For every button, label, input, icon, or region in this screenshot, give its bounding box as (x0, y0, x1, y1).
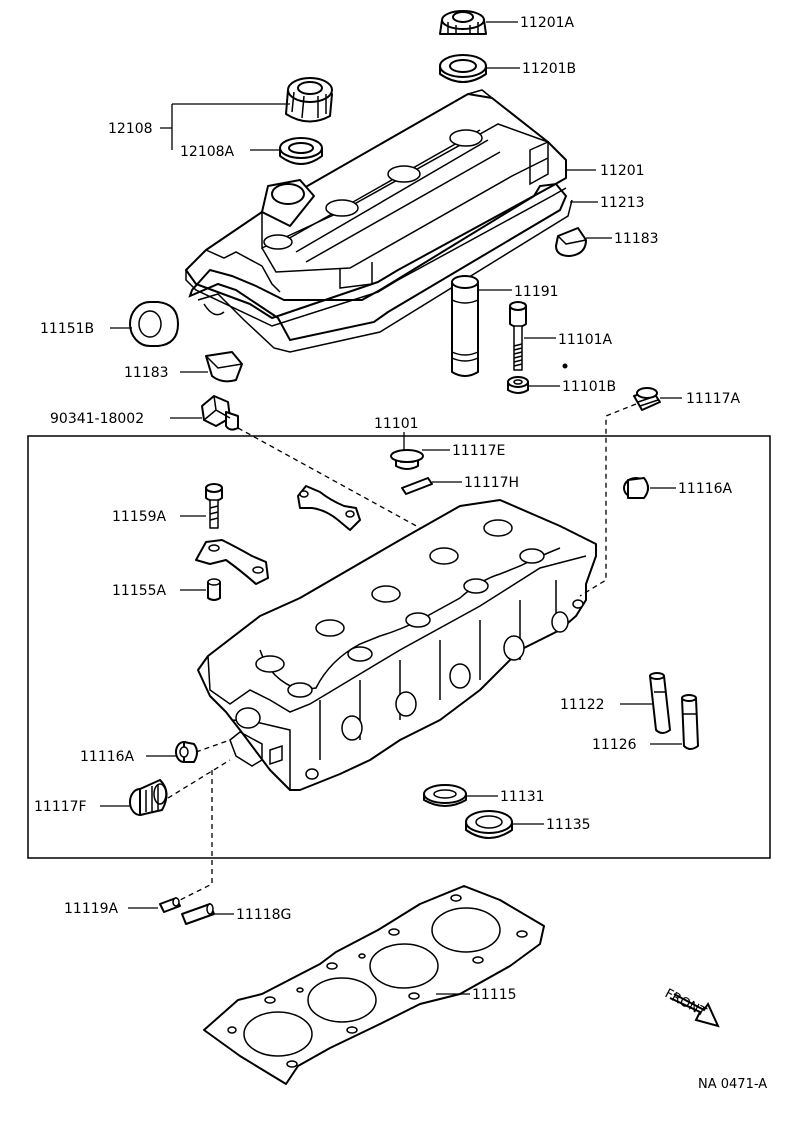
pin-11119A (159, 897, 181, 913)
cap-gasket-12108A (279, 137, 323, 165)
label-11201: 11201 (600, 163, 645, 179)
front-label: FRONT (662, 986, 708, 1020)
label-11122: 11122 (560, 697, 605, 713)
cylinder-head-frame (27, 435, 771, 859)
plug-tube-11191 (451, 275, 479, 377)
label-11115: 11115 (472, 987, 517, 1003)
label-11117E: 11117E (452, 443, 505, 459)
cover-gasket-11213 (188, 182, 573, 353)
label-11119A: 11119A (64, 901, 119, 917)
label-11117H: 11117H (464, 475, 519, 491)
label-11213: 11213 (600, 195, 645, 211)
head-cover-11201 (185, 89, 567, 327)
half-moon-seal-11183-lower (205, 351, 243, 383)
head-bolt-11101A (509, 301, 527, 371)
alignment-line-dowel (179, 770, 213, 901)
label-11191: 11191 (514, 284, 559, 300)
label-11101: 11101 (374, 416, 419, 432)
seal-ring-11131 (423, 784, 467, 807)
alignment-line-11117F (167, 759, 231, 799)
diagram-code: NA 0471-A (698, 1077, 767, 1092)
head-bolt-washer-11101B (507, 376, 529, 394)
cap-bolt-11159A (205, 483, 223, 529)
label-11116A-left: 11116A (80, 749, 135, 765)
half-moon-seal-11183-upper (555, 227, 587, 257)
label-11135: 11135 (546, 817, 591, 833)
label-11116A-right: 11116A (678, 481, 733, 497)
label-11126: 11126 (592, 737, 637, 753)
alignment-line-plug (237, 427, 421, 529)
alignment-line-11116A (195, 739, 231, 753)
plug-11117A (633, 387, 661, 411)
label-11117A: 11117A (686, 391, 741, 407)
label-11159A: 11159A (112, 509, 167, 525)
label-11118G: 11118G (236, 907, 291, 923)
plug-11117E (390, 449, 424, 470)
front-direction-arrow: FRONT (662, 986, 720, 1028)
pin-11117H (401, 477, 433, 495)
bearing-cap-11155A (195, 539, 269, 601)
oil-cap-11201A (439, 10, 487, 35)
cap-gasket-11201B (439, 54, 487, 83)
label-11183-upper: 11183 (614, 231, 659, 247)
plug-11117F (129, 779, 168, 816)
label-11131: 11131 (500, 789, 545, 805)
cup-plug-11116A-right (623, 477, 649, 499)
cylinder-head-11101 (197, 499, 597, 791)
label-11201A: 11201A (520, 15, 575, 31)
label-12108A: 12108A (180, 144, 235, 160)
oil-filler-cap-12108 (285, 77, 333, 123)
label-90341-18002: 90341-18002 (50, 411, 144, 427)
part-labels: 11201A 11201B 12108 12108A 11201 11213 1… (34, 15, 767, 1092)
alignment-line-11117A (579, 403, 637, 597)
label-11151B: 11151B (40, 321, 94, 337)
seal-ring-11135 (465, 810, 513, 839)
cup-plug-11116A-left (175, 741, 198, 763)
pin-11118G (181, 903, 215, 925)
label-11101B: 11101B (562, 379, 616, 395)
bearing-cap-upper (297, 485, 361, 531)
valve-guide-11126 (681, 694, 699, 750)
valve-guide-11122 (649, 672, 671, 734)
plug-90341-18002 (201, 395, 239, 431)
oil-seal-11151B (129, 301, 179, 347)
label-11101A: 11101A (558, 332, 613, 348)
label-11183-lower: 11183 (124, 365, 169, 381)
leader-lines (100, 21, 682, 995)
head-gasket-11115 (203, 885, 545, 1085)
label-11117F: 11117F (34, 799, 87, 815)
label-11155A: 11155A (112, 583, 167, 599)
label-12108: 12108 (108, 121, 153, 137)
label-11201B: 11201B (522, 61, 576, 77)
